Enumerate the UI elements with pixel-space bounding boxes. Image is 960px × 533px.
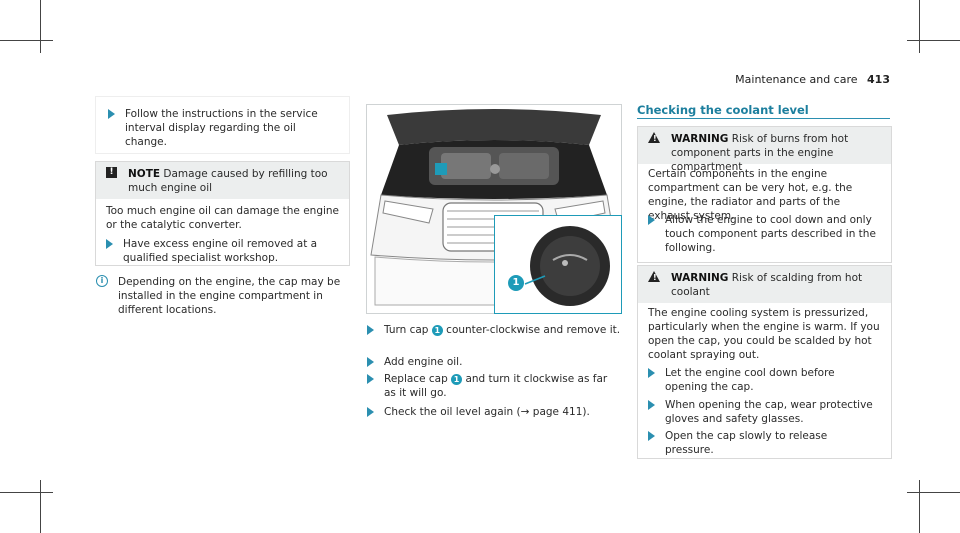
info-icon: i [96, 275, 108, 287]
step-arrow-icon [367, 357, 374, 367]
step-arrow-icon [648, 400, 655, 410]
section-title: Maintenance and care [735, 73, 858, 86]
step-box: Follow the instructions in the service i… [95, 96, 350, 154]
warning-step-open: Open the cap slowly to release pressure. [665, 430, 828, 456]
warning-label: WARNING [671, 133, 729, 145]
warning-step-cool: Let the engine cool down before opening … [665, 367, 835, 393]
engine-illustration: 1 [366, 104, 622, 314]
step-arrow-icon [648, 368, 655, 378]
note-icon: ! [106, 167, 117, 178]
page-number: 413 [867, 73, 890, 86]
note-body: Too much engine oil can damage the engin… [106, 205, 340, 231]
crop-mark [0, 40, 53, 41]
crop-mark [919, 0, 920, 53]
warning-body: Certain components in the engine compart… [648, 168, 853, 222]
info-text: Depending on the engine, the cap may be … [118, 276, 341, 316]
warning-box-scalding: ! WARNING Risk of scalding from hot cool… [637, 265, 892, 459]
crop-mark [907, 492, 960, 493]
step-replace-cap: Replace cap 1 and turn it clockwise as f… [384, 373, 608, 399]
callout-badge: 1 [451, 373, 463, 385]
step-check-oil[interactable]: Check the oil level again (→ page 411). [384, 406, 590, 418]
crop-mark [907, 40, 960, 41]
step-turn-cap: Turn cap 1 counter-clockwise and remove … [384, 324, 621, 336]
oil-cap-drawing [524, 226, 610, 306]
warning-header: ! WARNING Risk of scalding from hot cool… [638, 266, 891, 303]
crop-mark [0, 492, 53, 493]
note-title: Damage caused by refilling too much engi… [128, 168, 328, 194]
warning-icon: ! [648, 271, 660, 282]
warning-step: Allow the engine to cool down and only t… [665, 214, 876, 254]
warning-box-burns: ! WARNING Risk of burns from hot compone… [637, 126, 892, 263]
warning-body: The engine cooling system is pressurized… [648, 307, 880, 361]
heading-rule [637, 118, 890, 119]
cap-detail-inset: 1 [494, 215, 622, 314]
warning-icon: ! [648, 132, 660, 143]
step-arrow-icon [106, 239, 113, 249]
warning-header: ! WARNING Risk of burns from hot compone… [638, 127, 891, 173]
crop-mark [40, 480, 41, 533]
step-arrow-icon [367, 374, 374, 384]
crop-mark [40, 0, 41, 53]
step-arrow-icon [648, 431, 655, 441]
step-arrow-icon [648, 215, 655, 225]
step-arrow-icon [367, 407, 374, 417]
note-box: ! NOTE Damage caused by refilling too mu… [95, 161, 350, 266]
callout-badge: 1 [508, 275, 524, 291]
step-follow-instructions: Follow the instructions in the service i… [125, 108, 318, 148]
step-arrow-icon [108, 109, 115, 119]
crop-mark [919, 480, 920, 533]
warning-label: WARNING [671, 272, 729, 284]
callout-badge: 1 [431, 324, 443, 336]
warning-title: Risk of scalding from hot coolant [671, 272, 863, 298]
section-heading: Checking the coolant level [637, 103, 809, 117]
page-header: Maintenance and care 413 [700, 73, 890, 89]
note-header: ! NOTE Damage caused by refilling too mu… [96, 162, 349, 199]
note-label: NOTE [128, 168, 161, 180]
warning-step-gloves: When opening the cap, wear protective gl… [665, 399, 873, 425]
warning-title: Risk of burns from hot component parts i… [671, 133, 849, 173]
note-step: Have excess engine oil removed at a qual… [123, 238, 318, 264]
step-arrow-icon [367, 325, 374, 335]
step-add-oil: Add engine oil. [384, 356, 463, 368]
